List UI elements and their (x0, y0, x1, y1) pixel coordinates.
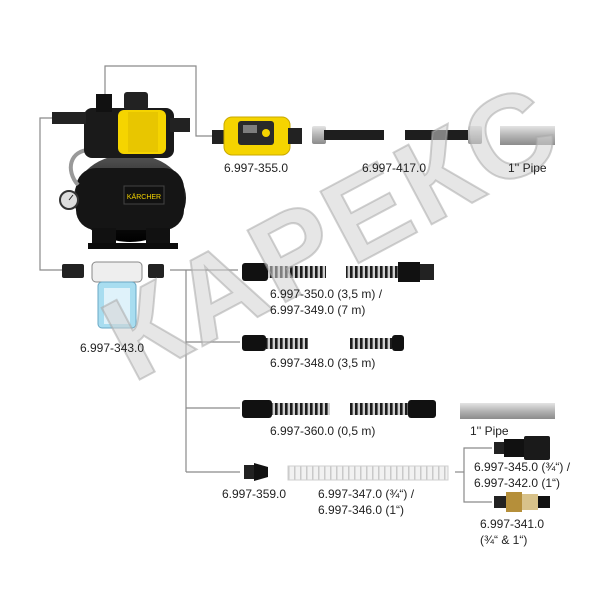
suction-hose-long (242, 262, 434, 282)
label-controller: 6.997-355.0 (224, 161, 289, 175)
label-suction-hose-line2: 6.997-349.0 (7 m) (270, 303, 366, 317)
pipe-top (500, 126, 555, 145)
non-return-valve (244, 463, 268, 481)
connector-lines (39, 65, 492, 503)
label-spiral-line1: 6.997-347.0 (¾“) / (318, 487, 415, 501)
label-filter-line2: 6.997-342.0 (1“) (474, 476, 561, 490)
label-suction-hose-05: 6.997-360.0 (0,5 m) (270, 424, 376, 438)
label-brass-line2: (¾“ & 1“) (480, 533, 528, 547)
pipe-mid (460, 403, 555, 419)
label-brass-line1: 6.997-341.0 (480, 517, 545, 531)
label-pipe-mid: 1'' Pipe (470, 424, 509, 438)
brass-foot-valve (494, 492, 550, 512)
label-filter-line1: 6.997-345.0 (¾“) / (474, 460, 571, 474)
suction-hose-05 (242, 400, 436, 418)
pump-to-filter-line (39, 117, 62, 271)
label-braided-hose: 6.997-417.0 (362, 161, 427, 175)
brand-logo-text: KÄRCHER (127, 193, 161, 201)
prefilter (62, 261, 164, 329)
label-suction-hose-short: 6.997-348.0 (3,5 m) (270, 356, 376, 370)
braided-hose (312, 126, 482, 144)
spiral-hose (287, 465, 449, 481)
label-pipe-top: 1'' Pipe (508, 161, 547, 175)
label-valve: 6.997-359.0 (222, 487, 287, 501)
pump-illustration: KÄRCHER (52, 92, 190, 249)
label-filter: 6.997-343.0 (80, 341, 145, 355)
pump-to-controller-line (104, 65, 220, 137)
suction-filter (494, 436, 550, 460)
label-suction-hose-line1: 6.997-350.0 (3,5 m) / (270, 287, 383, 301)
foot-valve-bracket (463, 447, 492, 503)
label-spiral-line2: 6.997-346.0 (1“) (318, 503, 405, 517)
pressure-controller (212, 116, 302, 156)
suction-hose-short (242, 335, 404, 351)
